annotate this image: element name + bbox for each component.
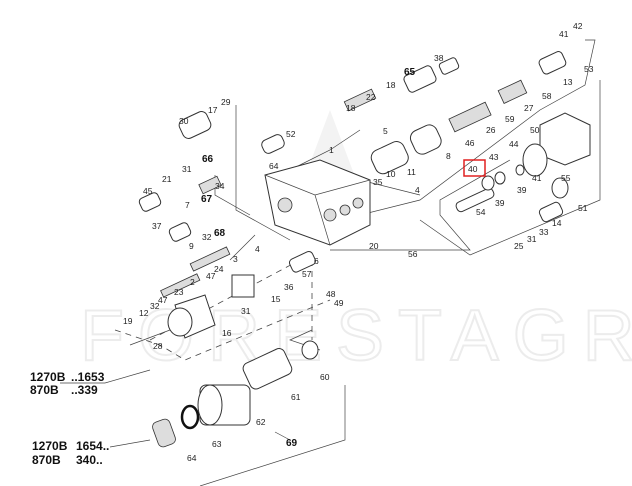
- part-label[interactable]: 21: [162, 174, 172, 184]
- part-label[interactable]: 13: [563, 77, 573, 87]
- part-label[interactable]: 59: [505, 114, 515, 124]
- variant-serial: ..1653: [71, 370, 105, 384]
- part-label[interactable]: 38: [434, 53, 444, 63]
- part-label[interactable]: 50: [530, 125, 540, 135]
- variant-model: 870B: [30, 383, 59, 397]
- variant-serial: ..339: [71, 383, 98, 397]
- part-label[interactable]: 54: [476, 207, 486, 217]
- part-label[interactable]: 58: [542, 91, 552, 101]
- part-label[interactable]: 25: [514, 241, 524, 251]
- valve-block-part-1: [264, 159, 371, 246]
- part-label[interactable]: 45: [143, 186, 153, 196]
- part-label[interactable]: 5: [383, 126, 388, 136]
- part-label[interactable]: 12: [139, 308, 149, 318]
- part-labels: 65 18 22 18 5 52 1 29 17 30 64 11 10 35 …: [123, 21, 594, 463]
- assembly-lines: [60, 39, 601, 486]
- variant-serial: 1654..: [76, 439, 109, 453]
- part-label[interactable]: 61: [291, 392, 301, 402]
- part-label[interactable]: 17: [208, 105, 218, 115]
- part-label[interactable]: 41: [532, 173, 542, 183]
- part-label[interactable]: 46: [465, 138, 475, 148]
- part-label[interactable]: 49: [334, 298, 344, 308]
- part-label[interactable]: 10: [386, 169, 396, 179]
- part-label[interactable]: 56: [408, 249, 418, 259]
- part-label[interactable]: 7: [185, 200, 190, 210]
- part-label[interactable]: 53: [584, 64, 594, 74]
- part-label[interactable]: 60: [320, 372, 330, 382]
- part-label[interactable]: 65: [404, 67, 416, 78]
- part-label[interactable]: 3: [233, 254, 238, 264]
- part-label[interactable]: 31: [527, 234, 537, 244]
- part-label[interactable]: 69: [286, 438, 298, 449]
- part-label[interactable]: 63: [212, 439, 222, 449]
- part-label[interactable]: 39: [517, 185, 527, 195]
- part-label[interactable]: 57: [302, 269, 312, 279]
- part-label[interactable]: 8: [446, 151, 451, 161]
- part-label[interactable]: 43: [489, 152, 499, 162]
- part-label[interactable]: 4: [415, 185, 420, 195]
- part-label[interactable]: 9: [189, 241, 194, 251]
- part-label[interactable]: 15: [271, 294, 281, 304]
- variant-model: 870B: [32, 453, 61, 467]
- part-label[interactable]: 55: [561, 173, 571, 183]
- part-label[interactable]: 4: [255, 244, 260, 254]
- part-label[interactable]: 18: [346, 103, 356, 113]
- part-label[interactable]: 28: [153, 341, 163, 351]
- highlight-box-part-40[interactable]: [463, 159, 486, 177]
- part-label[interactable]: 30: [179, 116, 189, 126]
- part-label[interactable]: 44: [509, 139, 519, 149]
- part-label[interactable]: 64: [187, 453, 197, 463]
- part-label[interactable]: 14: [552, 218, 562, 228]
- part-label[interactable]: 31: [241, 306, 251, 316]
- part-label[interactable]: 39: [495, 198, 505, 208]
- part-label[interactable]: 67: [201, 194, 213, 205]
- part-label[interactable]: 31: [182, 164, 192, 174]
- part-label-highlighted[interactable]: 40: [468, 164, 478, 174]
- part-label[interactable]: 22: [366, 92, 376, 102]
- part-label[interactable]: 36: [284, 282, 294, 292]
- part-label[interactable]: 62: [256, 417, 266, 427]
- variant-lower: 1270B 1654.. 870B 340..: [32, 439, 109, 467]
- watermark: FORESTAGRI: [80, 296, 632, 376]
- part-label[interactable]: 35: [373, 177, 383, 187]
- part-label[interactable]: 23: [174, 287, 184, 297]
- part-label[interactable]: 24: [214, 264, 224, 274]
- variant-upper: 1270B ..1653 870B ..339: [30, 370, 105, 397]
- part-label[interactable]: 18: [386, 80, 396, 90]
- part-label[interactable]: 41: [559, 29, 569, 39]
- part-label[interactable]: 37: [152, 221, 162, 231]
- part-label[interactable]: 2: [190, 277, 195, 287]
- part-label[interactable]: 1: [329, 145, 334, 155]
- part-label[interactable]: 34: [215, 181, 225, 191]
- part-label[interactable]: 16: [222, 328, 232, 338]
- part-label[interactable]: 52: [286, 129, 296, 139]
- part-label[interactable]: 68: [214, 228, 226, 239]
- variant-serial: 340..: [76, 453, 103, 467]
- part-label[interactable]: 32: [150, 301, 160, 311]
- variant-model: 1270B: [30, 370, 66, 384]
- part-label[interactable]: 26: [486, 125, 496, 135]
- part-label[interactable]: 29: [221, 97, 231, 107]
- part-label[interactable]: 66: [202, 154, 214, 165]
- part-label[interactable]: 20: [369, 241, 379, 251]
- part-label[interactable]: 64: [269, 161, 279, 171]
- part-label[interactable]: 19: [123, 316, 133, 326]
- part-label[interactable]: 51: [578, 203, 588, 213]
- variant-model: 1270B: [32, 439, 68, 453]
- part-label[interactable]: 48: [326, 289, 336, 299]
- part-label[interactable]: 11: [407, 167, 416, 177]
- part-label[interactable]: 32: [202, 232, 212, 242]
- parts: [129, 51, 591, 448]
- part-label[interactable]: 42: [573, 21, 583, 31]
- part-label[interactable]: 47: [206, 271, 216, 281]
- part-label[interactable]: 47: [158, 295, 168, 305]
- part-label[interactable]: 33: [539, 227, 549, 237]
- part-label[interactable]: 6: [314, 256, 319, 266]
- part-label[interactable]: 27: [524, 103, 534, 113]
